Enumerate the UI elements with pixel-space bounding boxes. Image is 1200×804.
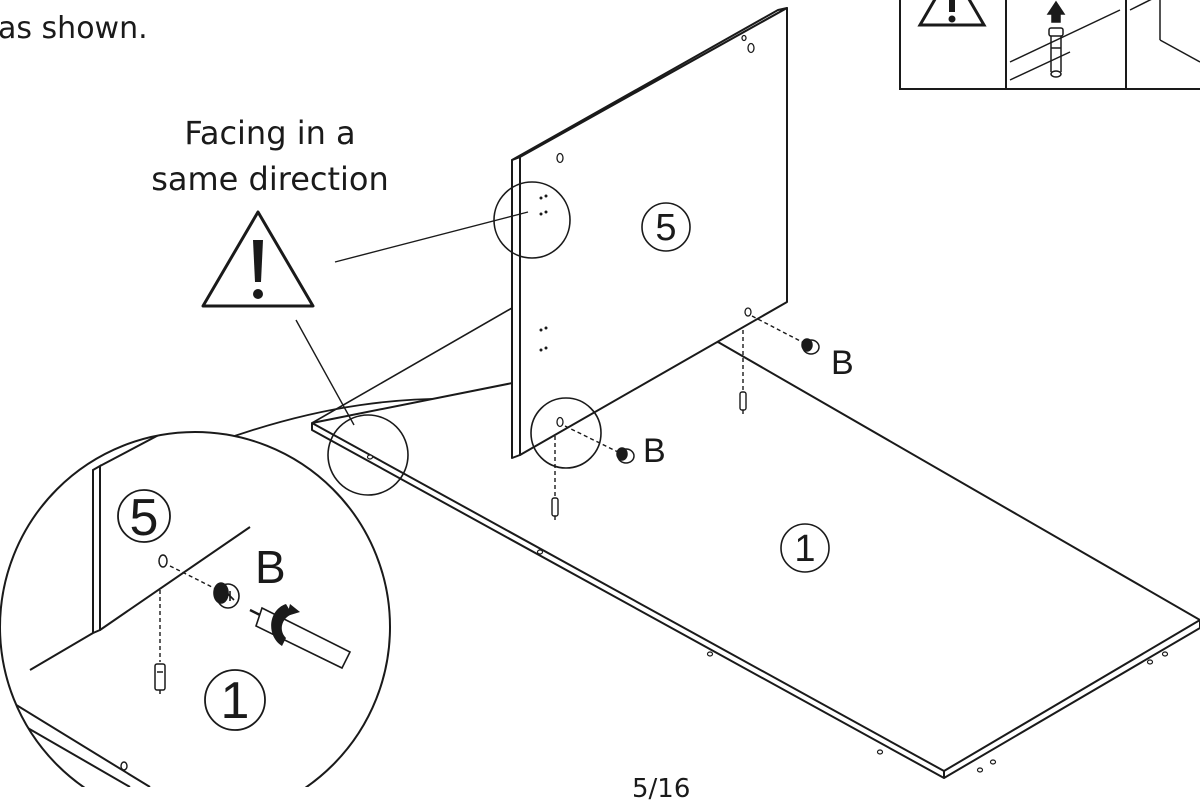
warning-triangle-icon bbox=[201, 210, 315, 308]
part-number-base: 1 bbox=[794, 528, 816, 570]
inset-warning-triangle-icon bbox=[917, 0, 987, 27]
inset-cam-bolt-icon bbox=[1009, 0, 1121, 81]
hardware-label-b-mid: B bbox=[643, 432, 666, 470]
cam-bolt-icon bbox=[551, 497, 559, 520]
warning-label-line1: Facing in a bbox=[184, 114, 356, 152]
reference-inset bbox=[899, 0, 1200, 90]
rotate-arrow-icon bbox=[271, 604, 300, 646]
inset-corner-drawing bbox=[1129, 0, 1200, 63]
page-number: 5/16 bbox=[632, 774, 691, 804]
base-edge-holes bbox=[366, 454, 1169, 773]
detail-cam-bolt-icon bbox=[154, 663, 166, 694]
base-panel bbox=[311, 341, 1200, 779]
cam-lock-icon bbox=[616, 447, 635, 464]
detail-circle bbox=[0, 431, 391, 787]
warning-label: Facing in a same direction bbox=[125, 110, 415, 202]
detail-drawing bbox=[0, 432, 352, 787]
detail-part-number-base: 1 bbox=[220, 672, 250, 730]
callout-circles bbox=[327, 181, 602, 496]
cam-lock-icon bbox=[801, 338, 820, 355]
detail-hardware-label-b: B bbox=[255, 541, 286, 593]
cam-bolt-icon bbox=[739, 391, 747, 414]
panel-holes bbox=[556, 34, 755, 428]
part-number-panel: 5 bbox=[655, 207, 677, 249]
shelf-pin-holes bbox=[539, 194, 548, 352]
warning-label-line2: same direction bbox=[151, 160, 389, 198]
instruction-text: as shown. bbox=[0, 11, 148, 46]
detail-cam-lock-icon bbox=[213, 582, 240, 609]
detail-part-number-panel: 5 bbox=[129, 489, 159, 547]
part-number-circles bbox=[641, 202, 830, 573]
warning-leader-lines bbox=[295, 211, 529, 426]
hardware-label-b-right: B bbox=[831, 344, 854, 382]
upright-panel bbox=[311, 7, 788, 459]
